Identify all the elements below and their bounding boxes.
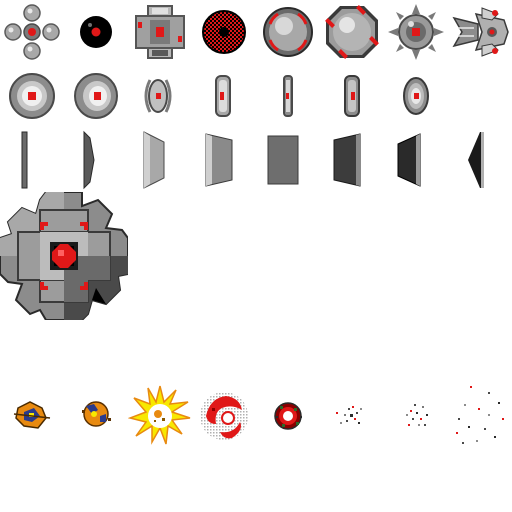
- panel-frame-6-icon: [320, 128, 384, 192]
- disc-frame-5-icon: [256, 64, 320, 128]
- panel-frame-4-icon: [192, 128, 256, 192]
- winged-ship-icon: [448, 0, 512, 64]
- explosion-frame-2-icon: [64, 384, 128, 448]
- boss-core-icon: [0, 192, 128, 320]
- panel-frame-1-icon: [0, 128, 64, 192]
- explosion-frame-6-icon: [320, 384, 384, 448]
- explosion-frame-4-icon: [192, 384, 256, 448]
- explosion-frame-7-icon: [384, 384, 448, 448]
- panel-frame-2-icon: [64, 128, 128, 192]
- panel-rotation-row: [0, 128, 512, 192]
- panel-frame-8-icon: [448, 128, 512, 192]
- explosion-frame-5-icon: [256, 384, 320, 448]
- cross-orb-icon: [0, 0, 64, 64]
- disc-frame-1-icon: [0, 64, 64, 128]
- disc-frame-7-icon: [384, 64, 448, 128]
- disc-frame-2-icon: [64, 64, 128, 128]
- explosion-frame-3-icon: [128, 384, 192, 448]
- enemy-variants-row: [0, 0, 512, 64]
- red-grid-orb-icon: [192, 0, 256, 64]
- panel-frame-5-icon: [256, 128, 320, 192]
- explosion-row: [0, 384, 512, 448]
- disc-frame-4-icon: [192, 64, 256, 128]
- spiked-mine-icon: [384, 0, 448, 64]
- disc-frame-6-icon: [320, 64, 384, 128]
- panel-frame-7-icon: [384, 128, 448, 192]
- explosion-frame-8-icon: [448, 384, 512, 448]
- octagon-orb-icon: [320, 0, 384, 64]
- panel-frame-3-icon: [128, 128, 192, 192]
- rimmed-orb-icon: [256, 0, 320, 64]
- disc-frame-3-icon: [128, 64, 192, 128]
- disc-rotation-row: [0, 64, 512, 128]
- cube-drone-icon: [128, 0, 192, 64]
- black-orb-icon: [64, 0, 128, 64]
- explosion-frame-1-icon: [0, 384, 64, 448]
